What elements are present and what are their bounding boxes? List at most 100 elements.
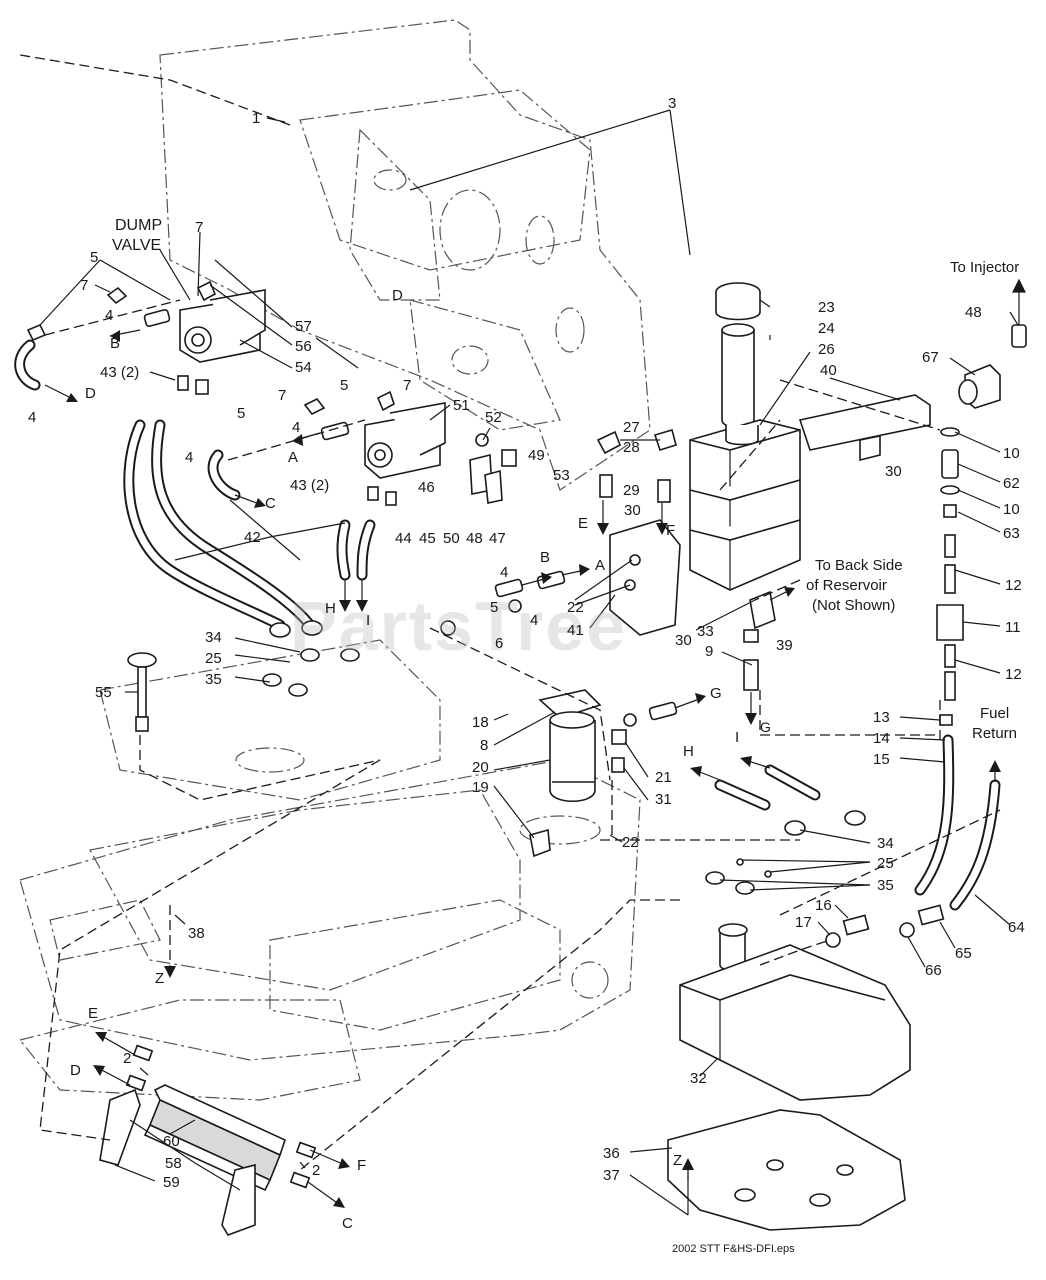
callout: 34 — [205, 629, 222, 646]
label-to-injector: To Injector — [950, 259, 1019, 276]
callout: E — [578, 515, 588, 532]
callout: 4 — [105, 307, 113, 324]
hydraulic-hoses-right — [705, 764, 866, 895]
callout: 48 — [466, 530, 483, 547]
callout: 30 — [885, 463, 902, 480]
callout: 36 — [603, 1145, 620, 1162]
callout: 67 — [922, 349, 939, 366]
flow-arrows — [44, 329, 1001, 1208]
callout: 56 — [295, 338, 312, 355]
callout: 50 — [443, 530, 460, 547]
callout: 22 — [567, 599, 584, 616]
callout: F — [357, 1157, 366, 1174]
dump-valve-lower — [303, 390, 517, 506]
callout: B — [540, 549, 550, 566]
callout: 15 — [873, 751, 890, 768]
oil-cooler — [99, 1044, 317, 1236]
callout: 48 — [965, 304, 982, 321]
label-back-side-2: of Reservoir — [806, 577, 887, 594]
hydraulic-reservoir — [689, 282, 931, 591]
callout: H — [683, 743, 694, 760]
callout: 6 — [495, 635, 503, 652]
callout: Z — [155, 970, 164, 987]
callout: 51 — [453, 397, 470, 414]
callout: A — [288, 449, 298, 466]
callout: 25 — [877, 855, 894, 872]
callout: 7 — [278, 387, 286, 404]
callout: 35 — [205, 671, 222, 688]
callout: 5 — [90, 249, 98, 266]
callout: F — [666, 522, 675, 539]
callout: 10 — [1003, 501, 1020, 518]
callout: 62 — [1003, 475, 1020, 492]
callout: 26 — [818, 341, 835, 358]
callout: I — [366, 612, 370, 629]
callout: 39 — [776, 637, 793, 654]
label-back-side-1: To Back Side — [815, 557, 903, 574]
callout: 16 — [815, 897, 832, 914]
callout: 30 — [624, 502, 641, 519]
callout: 25 — [205, 650, 222, 667]
label-dump-valve-2: VALVE — [112, 237, 161, 254]
callout: C — [342, 1215, 353, 1232]
callout: 53 — [553, 467, 570, 484]
callout: 3 — [668, 95, 676, 112]
callout: 12 — [1005, 666, 1022, 683]
footer-filename: 2002 STT F&HS-DFI.eps — [672, 1243, 795, 1255]
routing-lines — [19, 54, 1001, 1171]
callout: 21 — [655, 769, 672, 786]
label-back-side-3: (Not Shown) — [812, 597, 895, 614]
callout: 28 — [623, 439, 640, 456]
fuel-tank — [679, 923, 911, 1101]
callout: 17 — [795, 914, 812, 931]
center-fittings — [440, 570, 678, 727]
callout: 38 — [188, 925, 205, 942]
callout: 35 — [877, 877, 894, 894]
callout: 7 — [80, 277, 88, 294]
callout: 4 — [500, 564, 508, 581]
callout: 18 — [472, 714, 489, 731]
chassis-frame — [18, 19, 651, 1101]
callout: 32 — [690, 1070, 707, 1087]
callout: G — [760, 719, 771, 735]
callout: 7 — [403, 377, 411, 394]
callout: 44 — [395, 530, 412, 547]
callout: 27 — [623, 419, 640, 436]
watermark: PartsTree — [290, 587, 627, 665]
callout: 4 — [292, 419, 300, 436]
callout: 31 — [655, 791, 672, 808]
callout: 7 — [195, 219, 203, 236]
callout: B — [110, 335, 120, 352]
label-dump-valve-1: DUMP — [115, 217, 162, 234]
callout: 33 — [697, 623, 714, 640]
callout: 43 (2) — [100, 364, 139, 381]
callout: 60 — [163, 1133, 180, 1150]
callout: 66 — [925, 962, 942, 979]
callout: 29 — [623, 482, 640, 499]
callout: 45 — [419, 530, 436, 547]
tank-support-plate — [667, 1109, 906, 1231]
callout: 2 — [312, 1162, 320, 1179]
callout: 9 — [705, 643, 713, 660]
label-fuel-return-2: Return — [972, 725, 1017, 742]
callout: 54 — [295, 359, 312, 376]
callout: 12 — [1005, 577, 1022, 594]
callout: A — [595, 557, 605, 574]
callout: 55 — [95, 684, 112, 701]
callout: 58 — [165, 1155, 182, 1172]
callout: D — [85, 385, 96, 402]
callout: 41 — [567, 622, 584, 639]
callout: 52 — [485, 409, 502, 426]
callout: Z — [673, 1152, 682, 1169]
callout: 8 — [480, 737, 488, 754]
callout: 5 — [490, 599, 498, 616]
part-callouts: 1 3 5 7 7 4 B 43 (2) 4 D 54 56 57 D 7 5 … — [28, 95, 1025, 1232]
leader-lines — [39, 109, 1019, 1216]
callout: 2 — [123, 1050, 131, 1067]
callout: 11 — [1005, 619, 1021, 636]
oil-filter — [529, 689, 627, 858]
callout: I — [735, 729, 739, 746]
callout: G — [710, 685, 722, 702]
callout: 5 — [340, 377, 348, 394]
fuel-system — [825, 278, 1027, 948]
